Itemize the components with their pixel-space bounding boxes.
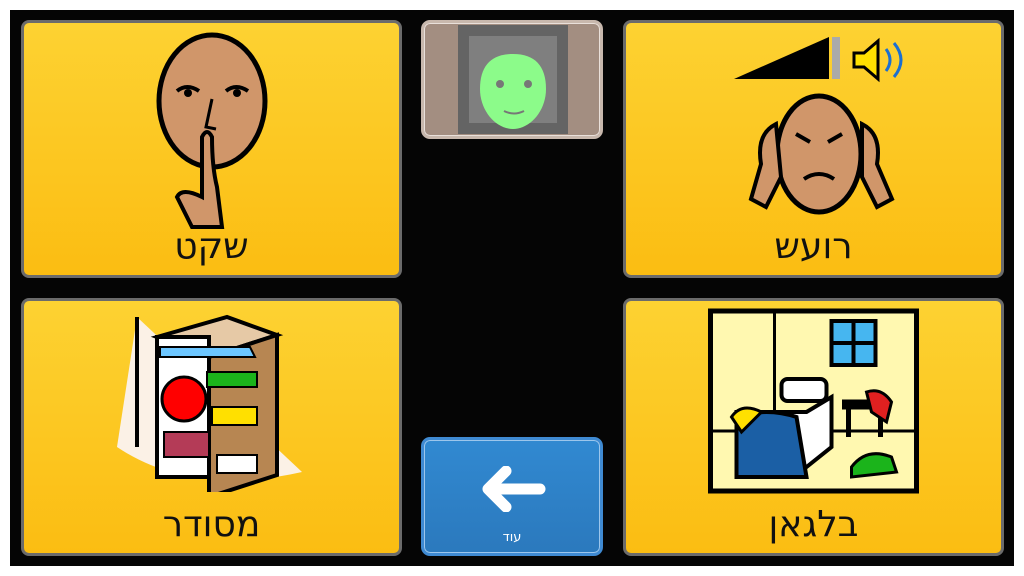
back-button-label: עוד [502,530,522,545]
tile-label: מסודר [162,504,261,545]
communication-board: שקט רועש מסודר [10,10,1014,566]
tile-tidy[interactable]: מסודר [21,298,402,556]
tile-quiet[interactable]: שקט [21,20,402,278]
face-status-button[interactable] [421,20,603,139]
tile-noisy[interactable]: רועש [623,20,1004,278]
messy-room-icon [707,308,919,494]
tile-label: שקט [174,226,249,267]
arrow-left-icon [482,466,546,512]
shush-face-icon [156,32,267,229]
smiling-face-icon [458,25,568,134]
tile-messy[interactable]: בלגאן [623,298,1004,556]
more-back-button[interactable]: עוד [421,437,603,556]
tidy-shelf-icon [116,314,302,492]
tile-label: רועש [774,226,853,267]
tile-label: בלגאן [768,504,859,545]
noisy-covering-ears-icon [733,37,902,215]
